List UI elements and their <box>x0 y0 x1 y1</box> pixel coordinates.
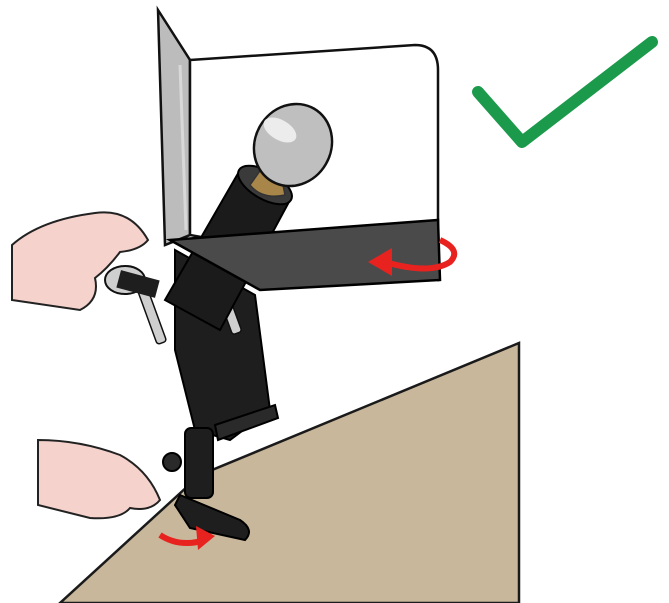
hand-lower-icon <box>38 440 160 518</box>
hand-upper-icon <box>12 212 148 310</box>
clamp-column <box>185 428 213 498</box>
adjust-knob <box>105 266 160 298</box>
hands <box>12 212 160 518</box>
checkmark-stroke <box>478 42 652 142</box>
checkmark-icon <box>478 42 652 142</box>
clamp-screw <box>163 453 181 471</box>
